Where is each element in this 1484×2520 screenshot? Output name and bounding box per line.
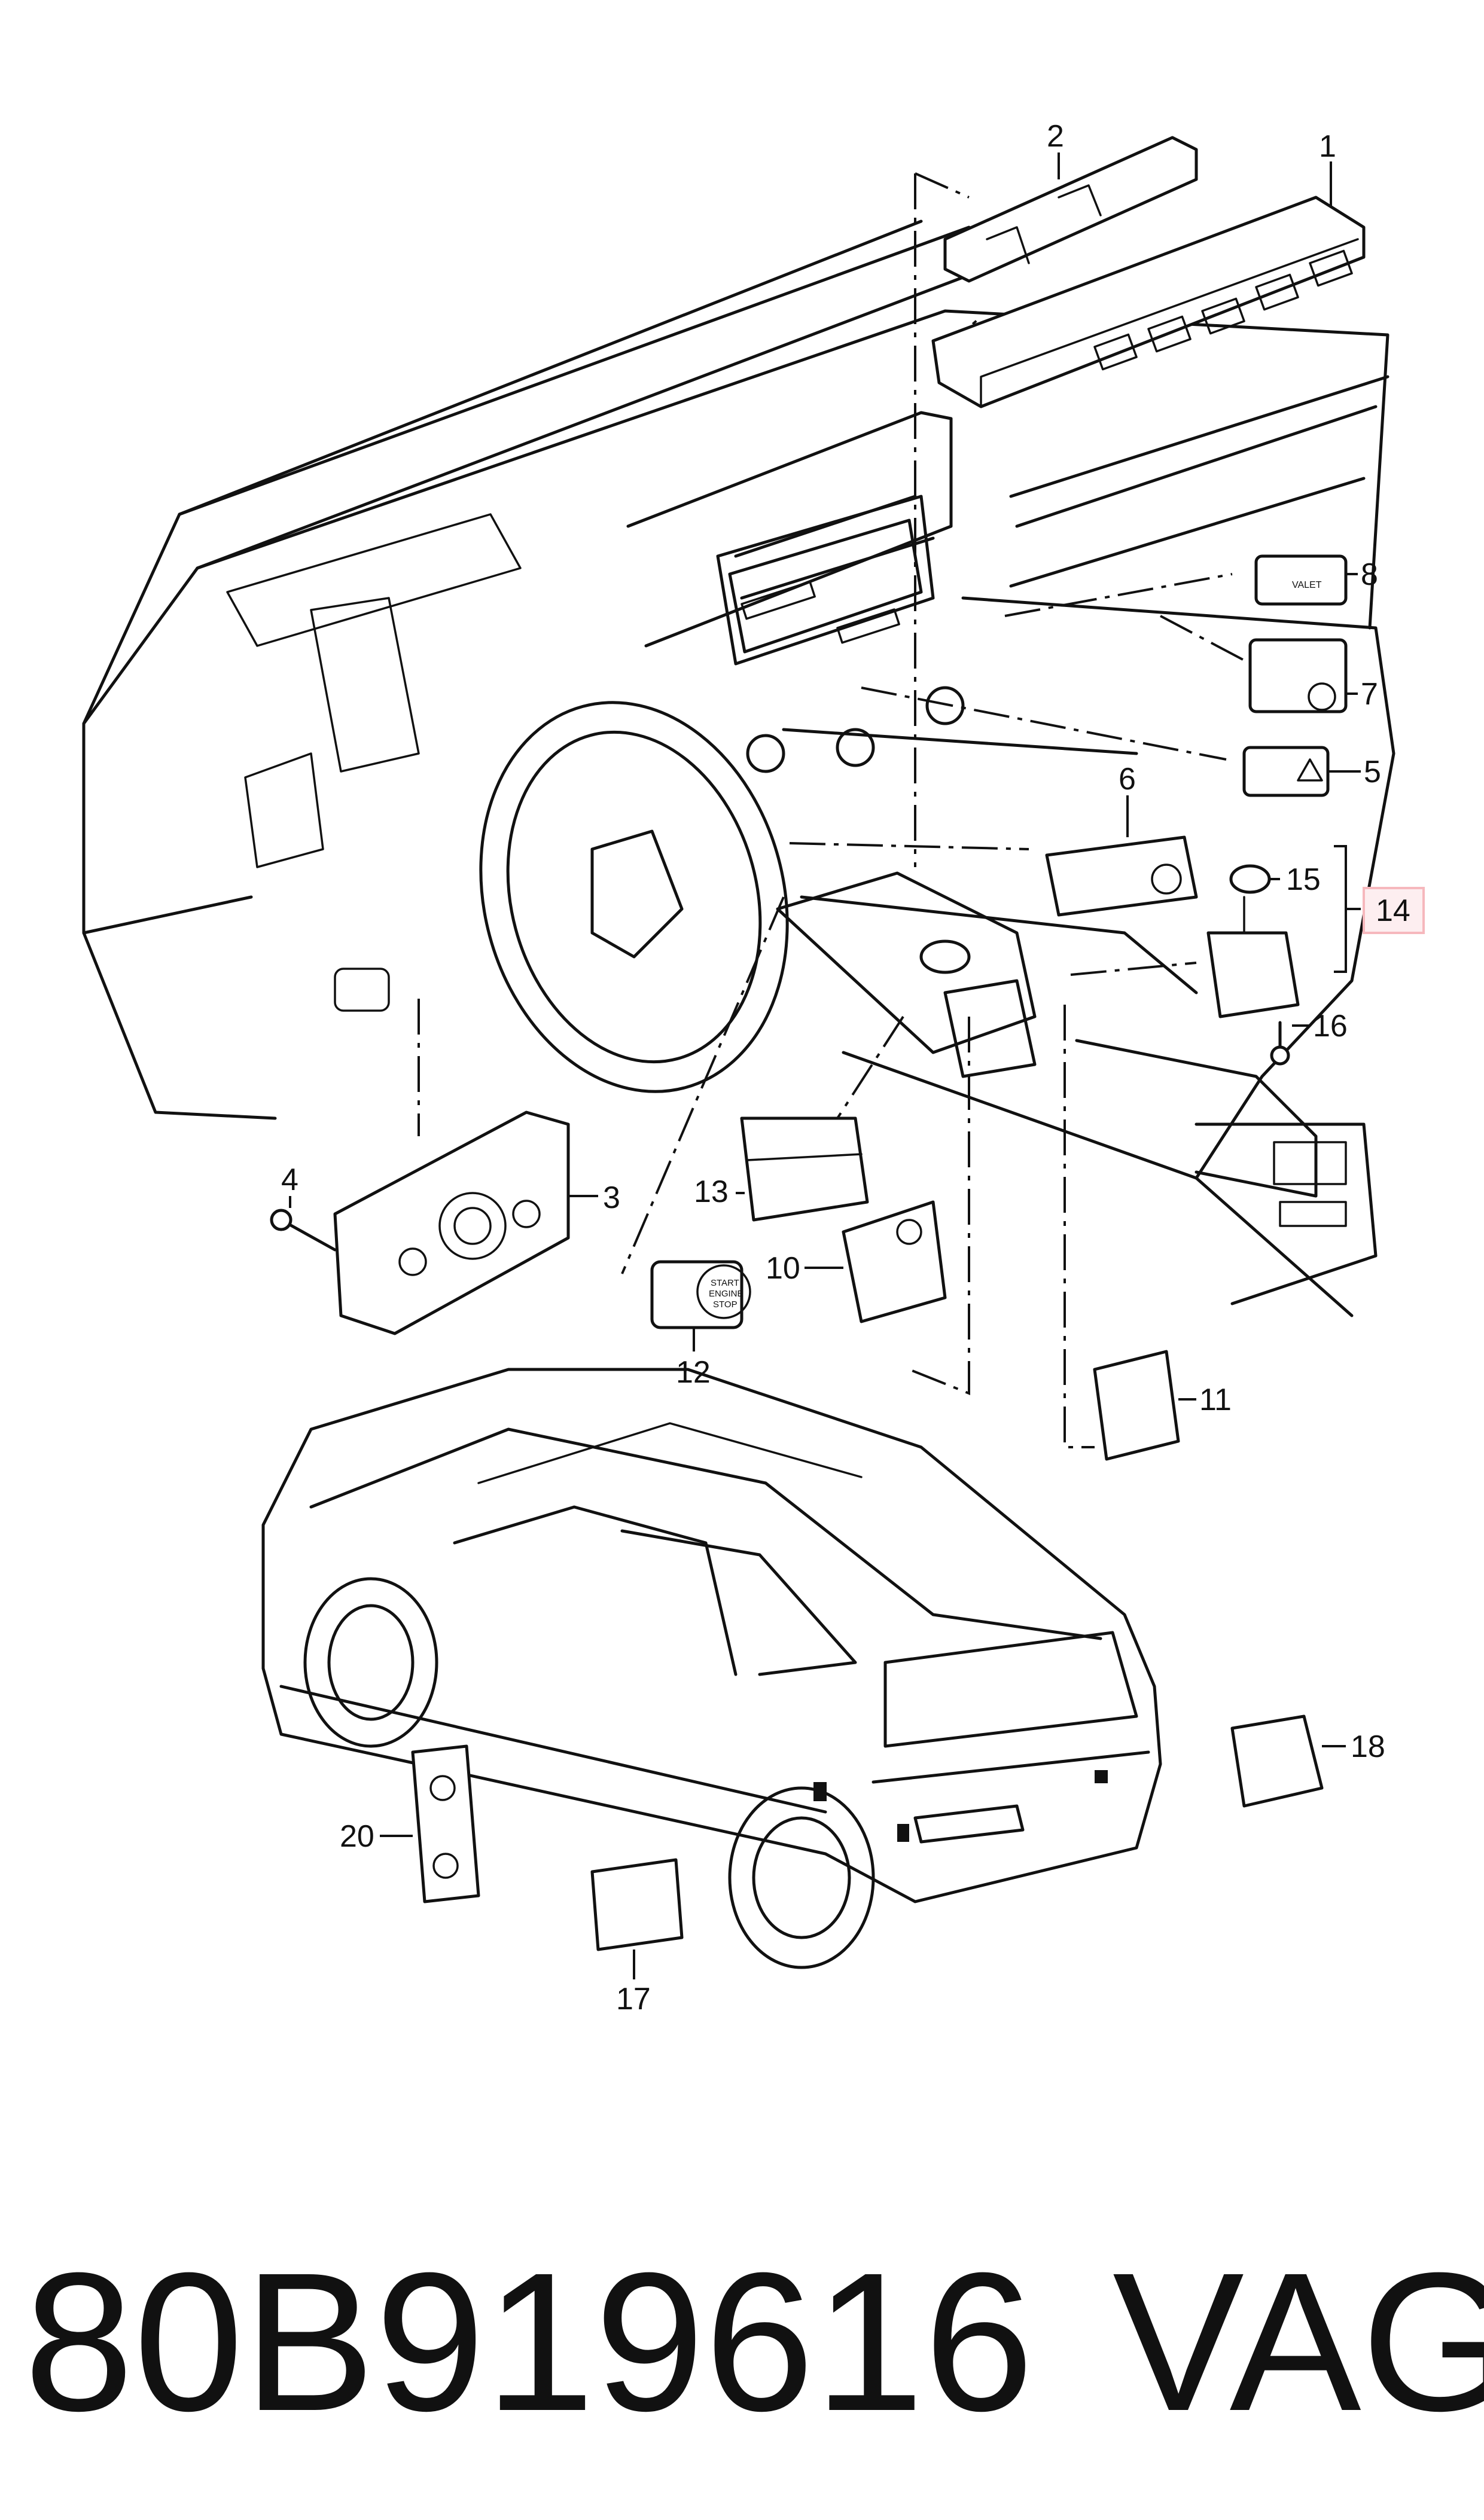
part-1-switch-panel: [931, 196, 1366, 408]
part-15-knob-cap: [1229, 864, 1271, 894]
part-7-switch: [1248, 638, 1348, 713]
part-13-switch-block: [740, 1116, 869, 1222]
callout-4: 4: [281, 1163, 298, 1197]
valet-switch-text: VALET: [1292, 580, 1322, 590]
part-3-light-switch: [333, 1110, 570, 1335]
highlighted-callout-14: 14: [1363, 887, 1425, 934]
part-16-screw: [1270, 1021, 1290, 1066]
highlight-box: [1363, 887, 1425, 934]
part-12-start-stop-button: START ENGINE STOP: [650, 1260, 751, 1329]
callout-13: 13: [694, 1174, 729, 1209]
part-4-screw: [270, 1209, 337, 1252]
part-17-switch: [590, 1858, 684, 1951]
callout-7: 7: [1361, 677, 1378, 712]
part-6-switch-module: [1045, 835, 1198, 917]
callout-16: 16: [1313, 1009, 1348, 1044]
part-number: 80B919616: [24, 2231, 1034, 2452]
part-18-switch: [1230, 1714, 1324, 1808]
callout-10: 10: [766, 1251, 800, 1286]
callout-leaders: [289, 152, 1361, 1979]
callout-12: 12: [676, 1355, 711, 1390]
brand-name: VAG: [1113, 2231, 1484, 2452]
part-20-tailgate-switch: [411, 1744, 480, 1903]
part-8-valet-switch: VALET: [1254, 554, 1348, 606]
start-stop-text-2: ENGINE: [709, 1289, 743, 1299]
callout-20: 20: [340, 1819, 374, 1854]
dashboard-illustration: [82, 219, 1395, 1317]
vehicle-illustration: [261, 1368, 1162, 1969]
part-14-rotary-knob-unit: [1206, 896, 1300, 1018]
part-5-hazard-switch: [1242, 746, 1330, 797]
callout-11: 11: [1199, 1383, 1232, 1417]
callout-18: 18: [1351, 1729, 1385, 1764]
part-2-cover-strip: [943, 136, 1198, 283]
callout-5: 5: [1364, 755, 1381, 789]
part-10-parking-brake-switch: [842, 1200, 947, 1323]
callout-14: 14: [1376, 893, 1410, 928]
callout-8: 8: [1361, 557, 1378, 592]
callout-15: 15: [1286, 862, 1321, 897]
callout-6: 6: [1119, 762, 1136, 797]
part-11-switch: [1093, 1350, 1180, 1461]
callout-1: 1: [1319, 129, 1336, 164]
callout-2: 2: [1047, 119, 1064, 154]
start-stop-text-1: START: [711, 1278, 739, 1288]
callout-3: 3: [603, 1180, 620, 1215]
callout-17: 17: [616, 1982, 651, 2016]
start-stop-text-3: STOP: [713, 1299, 738, 1310]
callout-labels: 1 2 3 4 5 6 7 8 10 11 12 13 15 16 17 18 …: [281, 119, 1385, 2016]
reference-lines: [418, 172, 1263, 1448]
